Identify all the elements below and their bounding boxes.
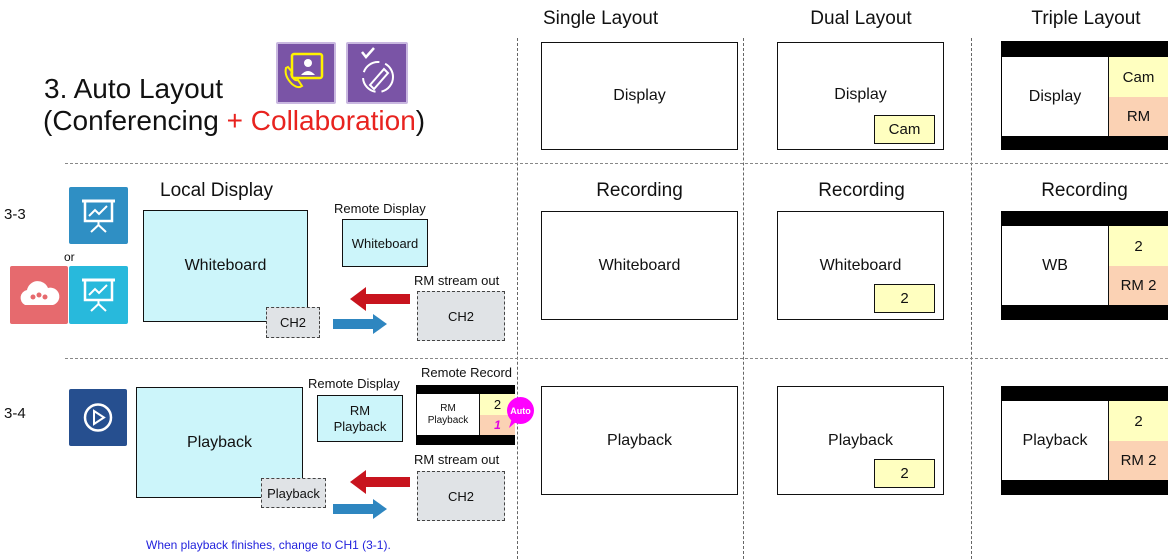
- row3-remote-display-box: RM Playback: [317, 395, 403, 442]
- row3-triple-frame: Playback 2 RM 2: [1001, 400, 1168, 481]
- row2-recording-single-header: Recording: [596, 180, 683, 201]
- row3-dual-pip: 2: [874, 459, 935, 488]
- row1-triple-cam: Cam: [1108, 57, 1168, 97]
- row-divider-2: [65, 358, 1168, 359]
- row3-rr-frame: RM Playback 2 1: [416, 393, 515, 436]
- row1-triple-main-label: Display: [1028, 87, 1082, 105]
- page-title: 3. Auto Layout (Conferencing + Collabora…: [43, 73, 425, 137]
- row3-auto-badge: Auto: [507, 397, 534, 424]
- row3-stream-ch2-box: CH2: [417, 471, 505, 521]
- row2-remote-display-title: Remote Display: [334, 201, 426, 216]
- row3-blue-arrow: [333, 499, 387, 519]
- row3-rr-bottom-bar: [416, 436, 515, 445]
- title-line1: 3. Auto Layout: [44, 73, 224, 104]
- row3-single-playback-box: Playback: [541, 386, 738, 495]
- row2-local-whiteboard-box: Whiteboard: [143, 210, 308, 322]
- row3-triple-bottom: RM 2: [1108, 441, 1168, 480]
- header-single-layout: Single Layout: [543, 8, 659, 29]
- header-dual-layout: Dual Layout: [810, 8, 912, 29]
- conference-call-icon: [276, 42, 336, 104]
- row2-red-arrow: [350, 287, 410, 311]
- row3-local-playback-pip: Playback: [261, 478, 326, 508]
- column-divider-2: [743, 38, 744, 559]
- header-triple-layout: Triple Layout: [1031, 8, 1141, 29]
- row2-recording-dual-header: Recording: [818, 180, 905, 201]
- row2-triple-bottom-bar: [1001, 306, 1168, 320]
- row2-rm-stream-out-label: RM stream out: [414, 273, 500, 288]
- row2-local-display-title: Local Display: [160, 180, 273, 201]
- row2-triple-bottom: RM 2: [1108, 266, 1168, 305]
- row2-dual-main-label: Whiteboard: [819, 257, 902, 274]
- row2-stream-ch2-box: CH2: [417, 291, 505, 341]
- row3-id: 3-4: [4, 405, 26, 422]
- playback-icon: [69, 389, 127, 446]
- row3-dual-main-label: Playback: [828, 432, 893, 449]
- row1-triple-frame: Display Cam RM: [1001, 56, 1168, 137]
- row2-dual-box: Whiteboard 2: [777, 211, 944, 320]
- auto-badge-pointer: [509, 418, 518, 428]
- row2-single-whiteboard-box: Whiteboard: [541, 211, 738, 320]
- row3-rm-stream-out-label: RM stream out: [414, 452, 500, 467]
- row1-dual-cam-pip: Cam: [874, 115, 935, 144]
- row3-rr-bottom: 1: [479, 415, 515, 435]
- row3-rr-top: 2: [479, 394, 515, 415]
- row3-triple-top-bar: [1001, 386, 1168, 400]
- whiteboard-presentation-icon: [69, 187, 128, 244]
- row2-or-label: or: [64, 250, 75, 264]
- row3-red-arrow: [350, 470, 410, 494]
- row2-id: 3-3: [4, 206, 26, 223]
- row3-remote-record-title: Remote Record: [421, 365, 513, 380]
- row3-triple-bottom-bar: [1001, 481, 1168, 495]
- row1-dual-main-label: Display: [834, 86, 887, 103]
- row1-triple-top-bar: [1001, 41, 1168, 56]
- column-divider-3: [971, 38, 972, 559]
- row1-triple-bottom-bar: [1001, 137, 1168, 150]
- row2-triple-main-label: WB: [1042, 256, 1068, 274]
- title-paren-close: ): [415, 105, 426, 136]
- cloud-group-icon: [10, 266, 68, 324]
- title-conferencing: (Conferencing: [43, 105, 227, 136]
- row2-remote-display-box: Whiteboard: [342, 219, 428, 267]
- row1-triple-rm: RM: [1108, 97, 1168, 136]
- row3-remote-display-title: Remote Display: [308, 376, 400, 391]
- row3-dual-box: Playback 2: [777, 386, 944, 495]
- row3-rr-main-line1: RM: [440, 402, 456, 414]
- title-line2: (Conferencing + Collaboration): [43, 105, 425, 137]
- row3-rr-main: RM Playback: [417, 394, 479, 435]
- row3-note: When playback finishes, change to CH1 (3…: [146, 538, 391, 552]
- row2-recording-triple-header: Recording: [1041, 180, 1128, 201]
- row2-triple-top-bar: [1001, 211, 1168, 225]
- row3-rr-top-bar: [416, 385, 515, 393]
- row3-triple-top: 2: [1108, 401, 1168, 441]
- column-divider-1: [517, 38, 518, 559]
- row2-blue-arrow: [333, 314, 387, 334]
- collaboration-sync-icon: [346, 42, 408, 104]
- title-collaboration: + Collaboration: [226, 105, 416, 136]
- row2-dual-pip: 2: [874, 284, 935, 313]
- row2-triple-top: 2: [1108, 226, 1168, 266]
- row-divider-1: [65, 163, 1168, 164]
- row3-triple-main-label: Playback: [1022, 431, 1088, 449]
- row1-single-display-box: Display: [541, 42, 738, 150]
- row3-rr-main-line2: Playback: [427, 414, 469, 426]
- row2-local-ch2-box: CH2: [266, 307, 320, 338]
- row2-triple-frame: WB 2 RM 2: [1001, 225, 1168, 306]
- row1-dual-display-box: Display Cam: [777, 42, 944, 150]
- whiteboard-presentation-icon-2: [69, 266, 128, 324]
